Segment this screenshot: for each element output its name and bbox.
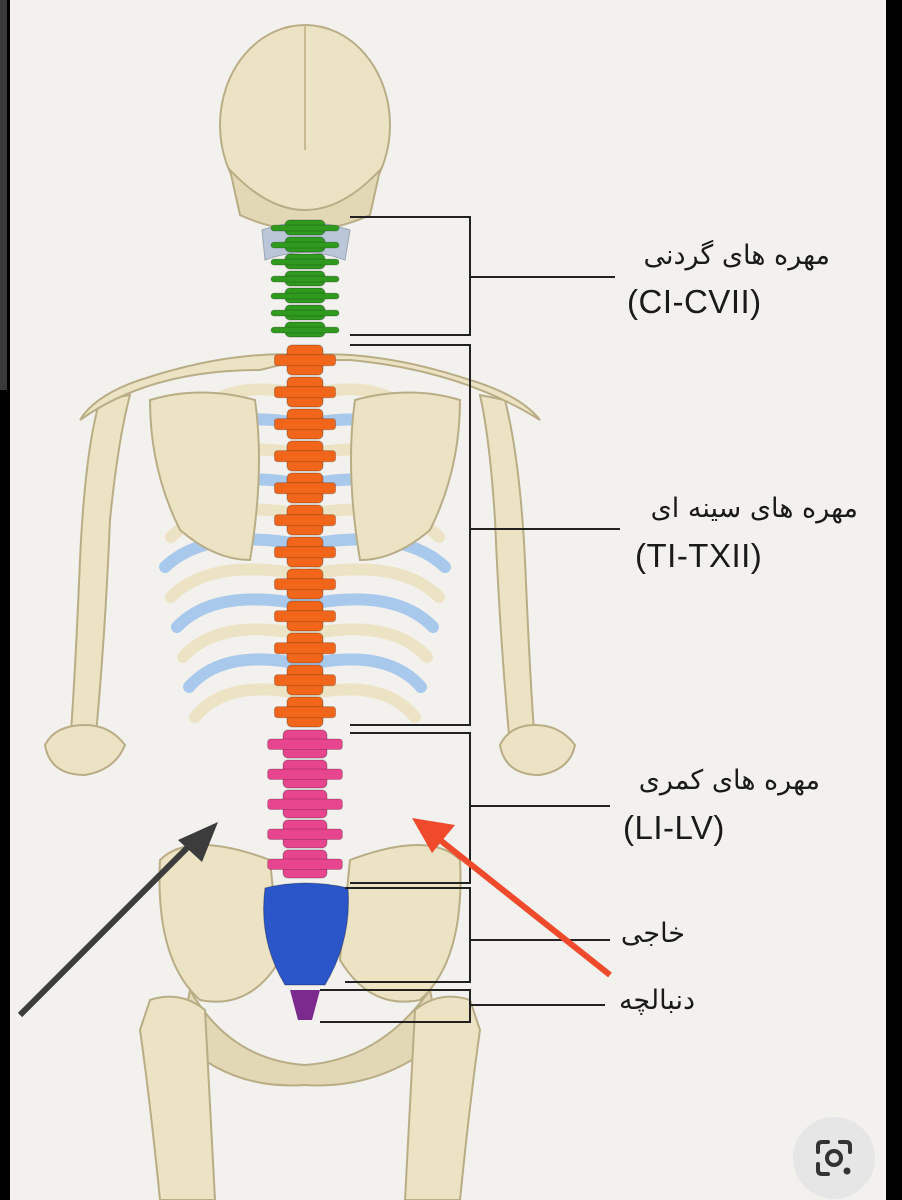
right-scapula bbox=[350, 391, 462, 562]
coccyx-label: دنبالچه bbox=[618, 985, 695, 1016]
skeleton-illustration bbox=[17, 24, 620, 1200]
thoracic-vertebra bbox=[273, 568, 337, 600]
rib bbox=[165, 563, 311, 603]
sacrum-label: خاجی bbox=[620, 918, 685, 949]
rib bbox=[299, 623, 433, 663]
skull bbox=[219, 24, 391, 261]
cervical-vertebra bbox=[270, 236, 340, 253]
rib bbox=[183, 653, 311, 693]
sacrum bbox=[263, 882, 349, 986]
left-frame-edge bbox=[0, 0, 10, 1200]
cervical-vertebra bbox=[270, 219, 340, 236]
cervical-vertebra bbox=[270, 304, 340, 321]
dark-arrow-head bbox=[178, 822, 218, 862]
red-arrow-head bbox=[412, 818, 455, 853]
cervical-vertebra bbox=[270, 287, 340, 304]
thoracic-vertebra bbox=[273, 472, 337, 504]
annotation-arrows bbox=[17, 818, 612, 1018]
sacrum-bracket bbox=[345, 887, 471, 983]
thoracic-vertebra bbox=[273, 344, 337, 376]
thoracic-vertebra bbox=[273, 600, 337, 632]
lumbar-label: مهره های کمری bbox=[638, 765, 820, 796]
lumbar-code: (LI-LV) bbox=[623, 809, 725, 846]
google-lens-icon bbox=[816, 1140, 852, 1176]
rib bbox=[299, 563, 445, 603]
scrollbar[interactable] bbox=[0, 0, 7, 390]
left-scapula bbox=[148, 391, 260, 562]
left-arm bbox=[43, 393, 132, 777]
rib bbox=[171, 593, 311, 633]
thoracic-code: (TI-TXII) bbox=[635, 537, 763, 574]
lumbar-vertebra bbox=[267, 849, 343, 879]
dark-arrow-shaft bbox=[17, 842, 193, 1018]
image-canvas: مهره های گردنی (CI-CVII) مهره های سینه ا… bbox=[10, 0, 886, 1200]
cervical-code: (CI-CVII) bbox=[627, 283, 762, 320]
thoracic-vertebra bbox=[273, 440, 337, 472]
thoracic-vertebra bbox=[273, 504, 337, 536]
thoracic-vertebra bbox=[273, 376, 337, 408]
lumbar-vertebra bbox=[267, 729, 343, 759]
lumbar-vertebra bbox=[267, 759, 343, 789]
thoracic-vertebra bbox=[273, 408, 337, 440]
thoracic-vertebra bbox=[273, 664, 337, 696]
google-lens-button[interactable] bbox=[793, 1117, 875, 1199]
pelvis bbox=[158, 844, 462, 1087]
femurs bbox=[138, 995, 482, 1200]
thoracic-vertebra bbox=[273, 696, 337, 728]
lumbar-bracket bbox=[350, 732, 471, 884]
rib bbox=[299, 593, 439, 633]
cervical-label: مهره های گردنی bbox=[643, 240, 830, 271]
thoracic-vertebra bbox=[273, 536, 337, 568]
cervical-vertebra bbox=[270, 253, 340, 270]
coccyx bbox=[290, 990, 320, 1020]
lumbar-vertebra bbox=[267, 789, 343, 819]
thoracic-label: مهره های سینه ای bbox=[650, 493, 858, 524]
rib bbox=[177, 623, 311, 663]
vertebral-column bbox=[263, 219, 349, 1020]
cervical-bracket bbox=[350, 216, 471, 336]
red-arrow-shaft bbox=[438, 837, 612, 978]
cervical-vertebra bbox=[270, 270, 340, 287]
right-arm bbox=[478, 393, 577, 777]
thoracic-vertebra bbox=[273, 632, 337, 664]
cervical-vertebra bbox=[270, 321, 340, 338]
lumbar-vertebra bbox=[267, 819, 343, 849]
rib bbox=[299, 653, 427, 693]
right-frame-edge bbox=[886, 0, 902, 1200]
label-brackets bbox=[320, 216, 620, 1023]
thoracic-bracket bbox=[350, 344, 471, 726]
clavicles bbox=[79, 353, 541, 421]
